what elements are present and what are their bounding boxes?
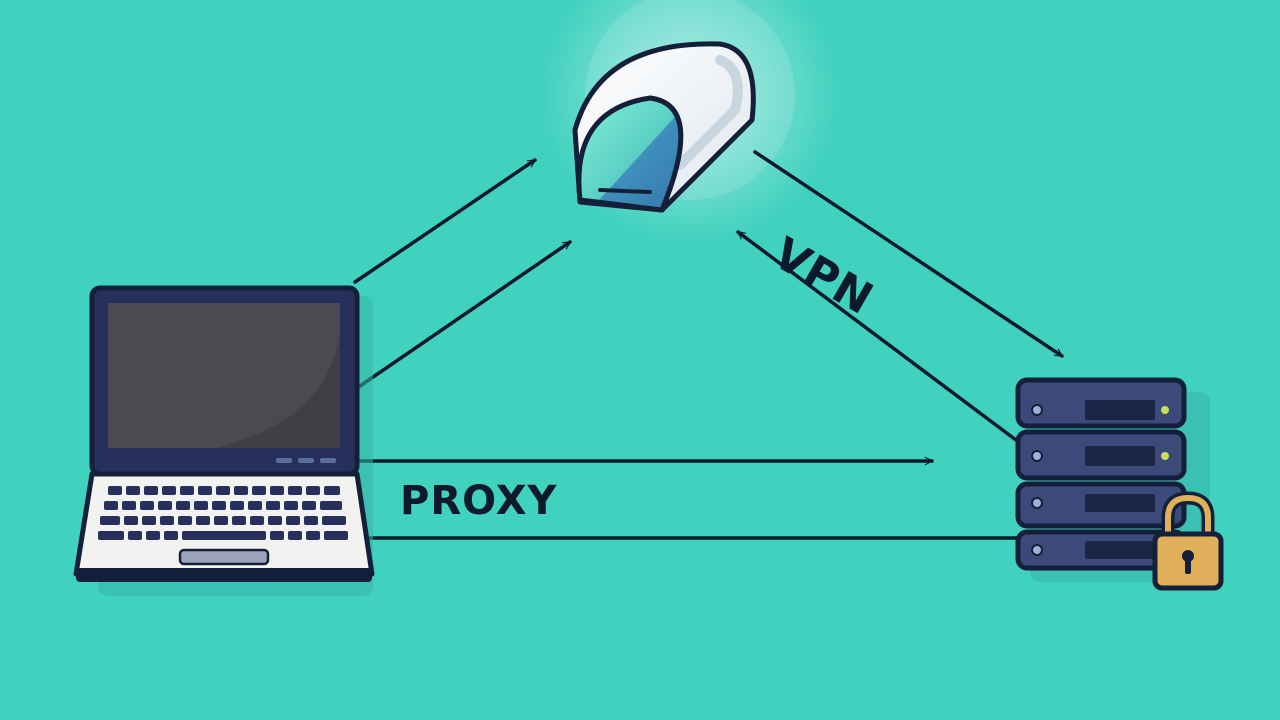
- padlock-icon: [1152, 491, 1224, 591]
- server-unit-2: [1015, 429, 1187, 481]
- laptop-icon: [73, 285, 375, 596]
- arrow-laptop-to-tunnel-upper: [353, 158, 537, 284]
- arrow-tunnel-to-server: [753, 150, 1064, 358]
- server-unit-1: [1015, 377, 1187, 429]
- server-unit-4: [1015, 529, 1187, 571]
- arrow-laptop-to-tunnel-lower: [358, 240, 572, 388]
- server-unit-3: [1015, 481, 1187, 529]
- vpn-tunnel-icon: [572, 41, 756, 213]
- connection-arrows: [353, 150, 1064, 540]
- proxy-label: PROXY: [400, 478, 558, 524]
- server-rack-icon: [1015, 377, 1224, 591]
- arrow-server-to-tunnel: [736, 230, 1018, 442]
